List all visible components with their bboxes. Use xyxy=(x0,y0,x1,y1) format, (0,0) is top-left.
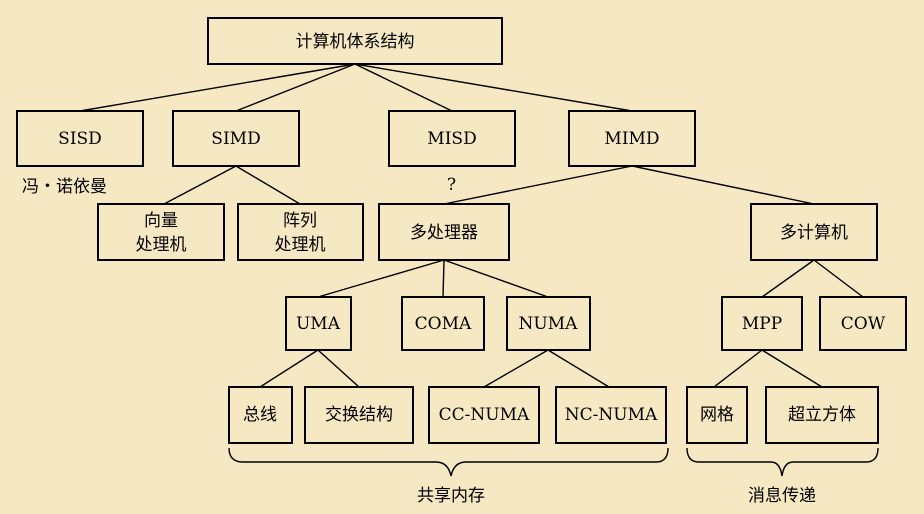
sisd-node: SISD xyxy=(16,110,144,167)
simd-label: SIMD xyxy=(211,129,260,149)
tree-edges xyxy=(79,63,864,388)
switch-node: 交换结构 xyxy=(304,386,414,444)
grid-node: 网格 xyxy=(686,386,748,444)
grid-label: 网格 xyxy=(700,405,734,425)
mpp-label: MPP xyxy=(742,314,782,334)
array-label-line1: 阵列 xyxy=(283,211,317,231)
root-node: 计算机体系结构 xyxy=(207,17,503,65)
message-passing-label: 消息传递 xyxy=(748,486,816,506)
cow-node: COW xyxy=(819,296,907,351)
numa-label: NUMA xyxy=(519,314,579,334)
uma-label: UMA xyxy=(296,314,341,334)
uma-node: UMA xyxy=(285,296,352,351)
misd-label: MISD xyxy=(427,129,476,149)
switch-label: 交换结构 xyxy=(325,405,393,425)
mimd-node: MIMD xyxy=(568,110,696,167)
root-label: 计算机体系结构 xyxy=(296,32,415,52)
array-processor-node: 阵列 处理机 xyxy=(237,203,364,261)
coma-node: COMA xyxy=(401,296,485,351)
multiprocessor-node: 多处理器 xyxy=(378,203,510,261)
bus-label: 总线 xyxy=(243,405,277,425)
ncnuma-node: NC-NUMA xyxy=(555,386,667,444)
multicomputer-label: 多计算机 xyxy=(780,223,848,243)
shared-memory-label: 共享内存 xyxy=(417,486,485,506)
multiprocessor-label: 多处理器 xyxy=(410,223,478,243)
sisd-label: SISD xyxy=(58,129,102,149)
numa-node: NUMA xyxy=(506,296,591,351)
coma-label: COMA xyxy=(415,314,472,334)
ccnuma-label: CC-NUMA xyxy=(439,405,530,425)
mpp-node: MPP xyxy=(721,296,803,351)
array-label-line2: 处理机 xyxy=(275,235,326,255)
multicomputer-node: 多计算机 xyxy=(750,203,878,261)
mimd-label: MIMD xyxy=(604,129,659,149)
cow-label: COW xyxy=(841,314,886,334)
vector-label-line1: 向量 xyxy=(144,211,178,231)
question-annotation: ? xyxy=(447,175,456,195)
message-passing-brace xyxy=(686,447,879,477)
simd-node: SIMD xyxy=(172,110,300,167)
ccnuma-node: CC-NUMA xyxy=(428,386,540,444)
vector-processor-node: 向量 处理机 xyxy=(97,203,225,261)
ncnuma-label: NC-NUMA xyxy=(565,405,658,425)
von-neumann-annotation: 冯・诺依曼 xyxy=(22,177,107,197)
shared-memory-brace xyxy=(228,447,669,477)
vector-label-line2: 处理机 xyxy=(136,235,187,255)
hypercube-label: 超立方体 xyxy=(788,405,856,425)
misd-node: MISD xyxy=(388,110,516,167)
hypercube-node: 超立方体 xyxy=(765,386,879,444)
bus-node: 总线 xyxy=(228,386,293,444)
